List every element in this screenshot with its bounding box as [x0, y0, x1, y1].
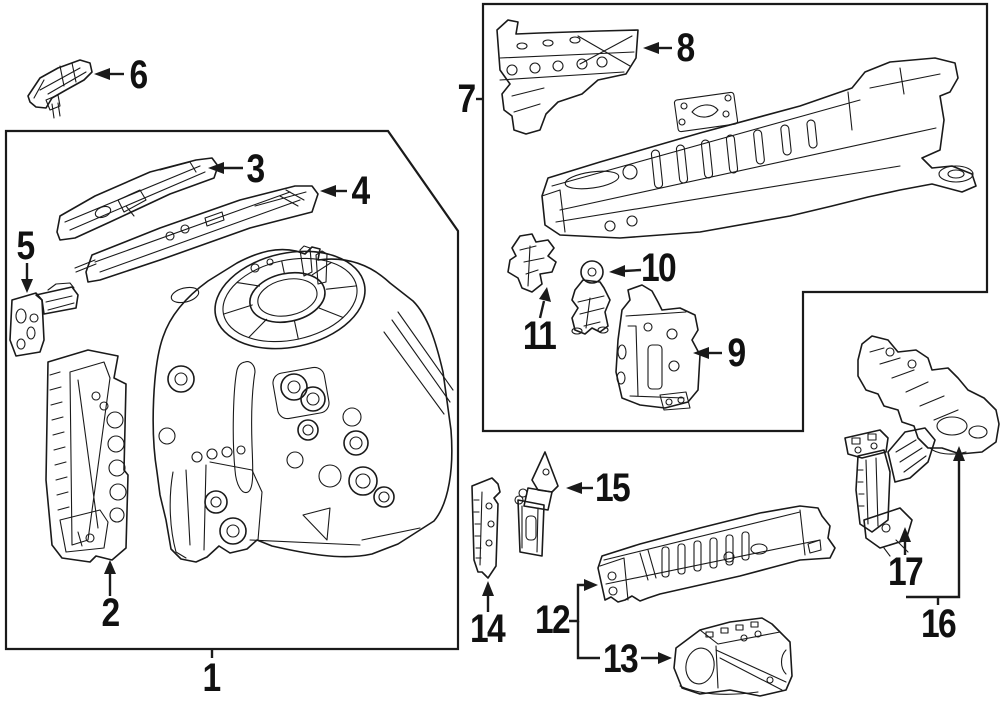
callout-11-arrow [538, 287, 551, 319]
callout-6-arrow [94, 68, 124, 80]
part-5-drawing[interactable] [9, 282, 79, 357]
callout-10-arrow [609, 265, 642, 277]
callout-16-leader [906, 446, 965, 605]
part-12-drawing[interactable] [597, 505, 836, 603]
callout-label-10[interactable]: 10 [640, 246, 677, 290]
callout-5-arrow [21, 263, 33, 293]
group-box-part7 [481, 2, 989, 433]
callout-label-7[interactable]: 7 [457, 77, 476, 121]
callout-label-15[interactable]: 15 [594, 466, 631, 510]
part-13-drawing[interactable] [673, 617, 793, 697]
callout-label-13[interactable]: 13 [602, 637, 639, 681]
part-8-drawing[interactable] [496, 19, 639, 135]
part-9-drawing[interactable] [615, 284, 701, 411]
part-1-drawing[interactable] [152, 238, 454, 563]
callout-17-arrow [899, 527, 911, 555]
callout-label-11[interactable]: 11 [522, 314, 557, 358]
callout-8-arrow [643, 42, 672, 54]
callout-9-arrow [693, 347, 722, 359]
callout-label-12[interactable]: 12 [534, 598, 571, 642]
part-3-drawing[interactable] [56, 157, 219, 241]
callout-2-arrow [104, 560, 116, 596]
callout-label-4[interactable]: 4 [351, 169, 370, 213]
callout-3-arrow [208, 162, 243, 174]
callout-14-arrow [482, 581, 494, 612]
callout-label-8[interactable]: 8 [676, 26, 695, 70]
callout-label-14[interactable]: 14 [469, 607, 506, 651]
callout-4-arrow [320, 185, 347, 197]
part-6-drawing[interactable] [27, 59, 93, 119]
part-4-drawing[interactable] [74, 185, 319, 283]
callout-15-arrow [566, 482, 593, 494]
part-14-drawing[interactable] [471, 477, 501, 579]
callout-label-9[interactable]: 9 [727, 331, 746, 375]
callout-label-3[interactable]: 3 [246, 147, 265, 191]
part-10-drawing[interactable] [571, 260, 611, 335]
part-16-drawing[interactable] [857, 335, 1000, 455]
callout-label-6[interactable]: 6 [129, 53, 148, 97]
part-15-drawing[interactable] [514, 451, 559, 557]
callout-label-16[interactable]: 16 [920, 602, 957, 646]
callout-label-17[interactable]: 17 [887, 550, 924, 594]
part-17-drawing[interactable] [844, 427, 936, 557]
part-7-drawing[interactable] [541, 57, 977, 239]
part-11-drawing[interactable] [507, 233, 557, 293]
group-box-part1 [4, 129, 460, 651]
part-2-drawing[interactable] [45, 349, 129, 563]
callout-label-5[interactable]: 5 [16, 224, 35, 268]
callout-label-2[interactable]: 2 [101, 591, 120, 635]
callout-12-13-leader [569, 579, 672, 664]
callout-label-1[interactable]: 1 [202, 656, 221, 700]
